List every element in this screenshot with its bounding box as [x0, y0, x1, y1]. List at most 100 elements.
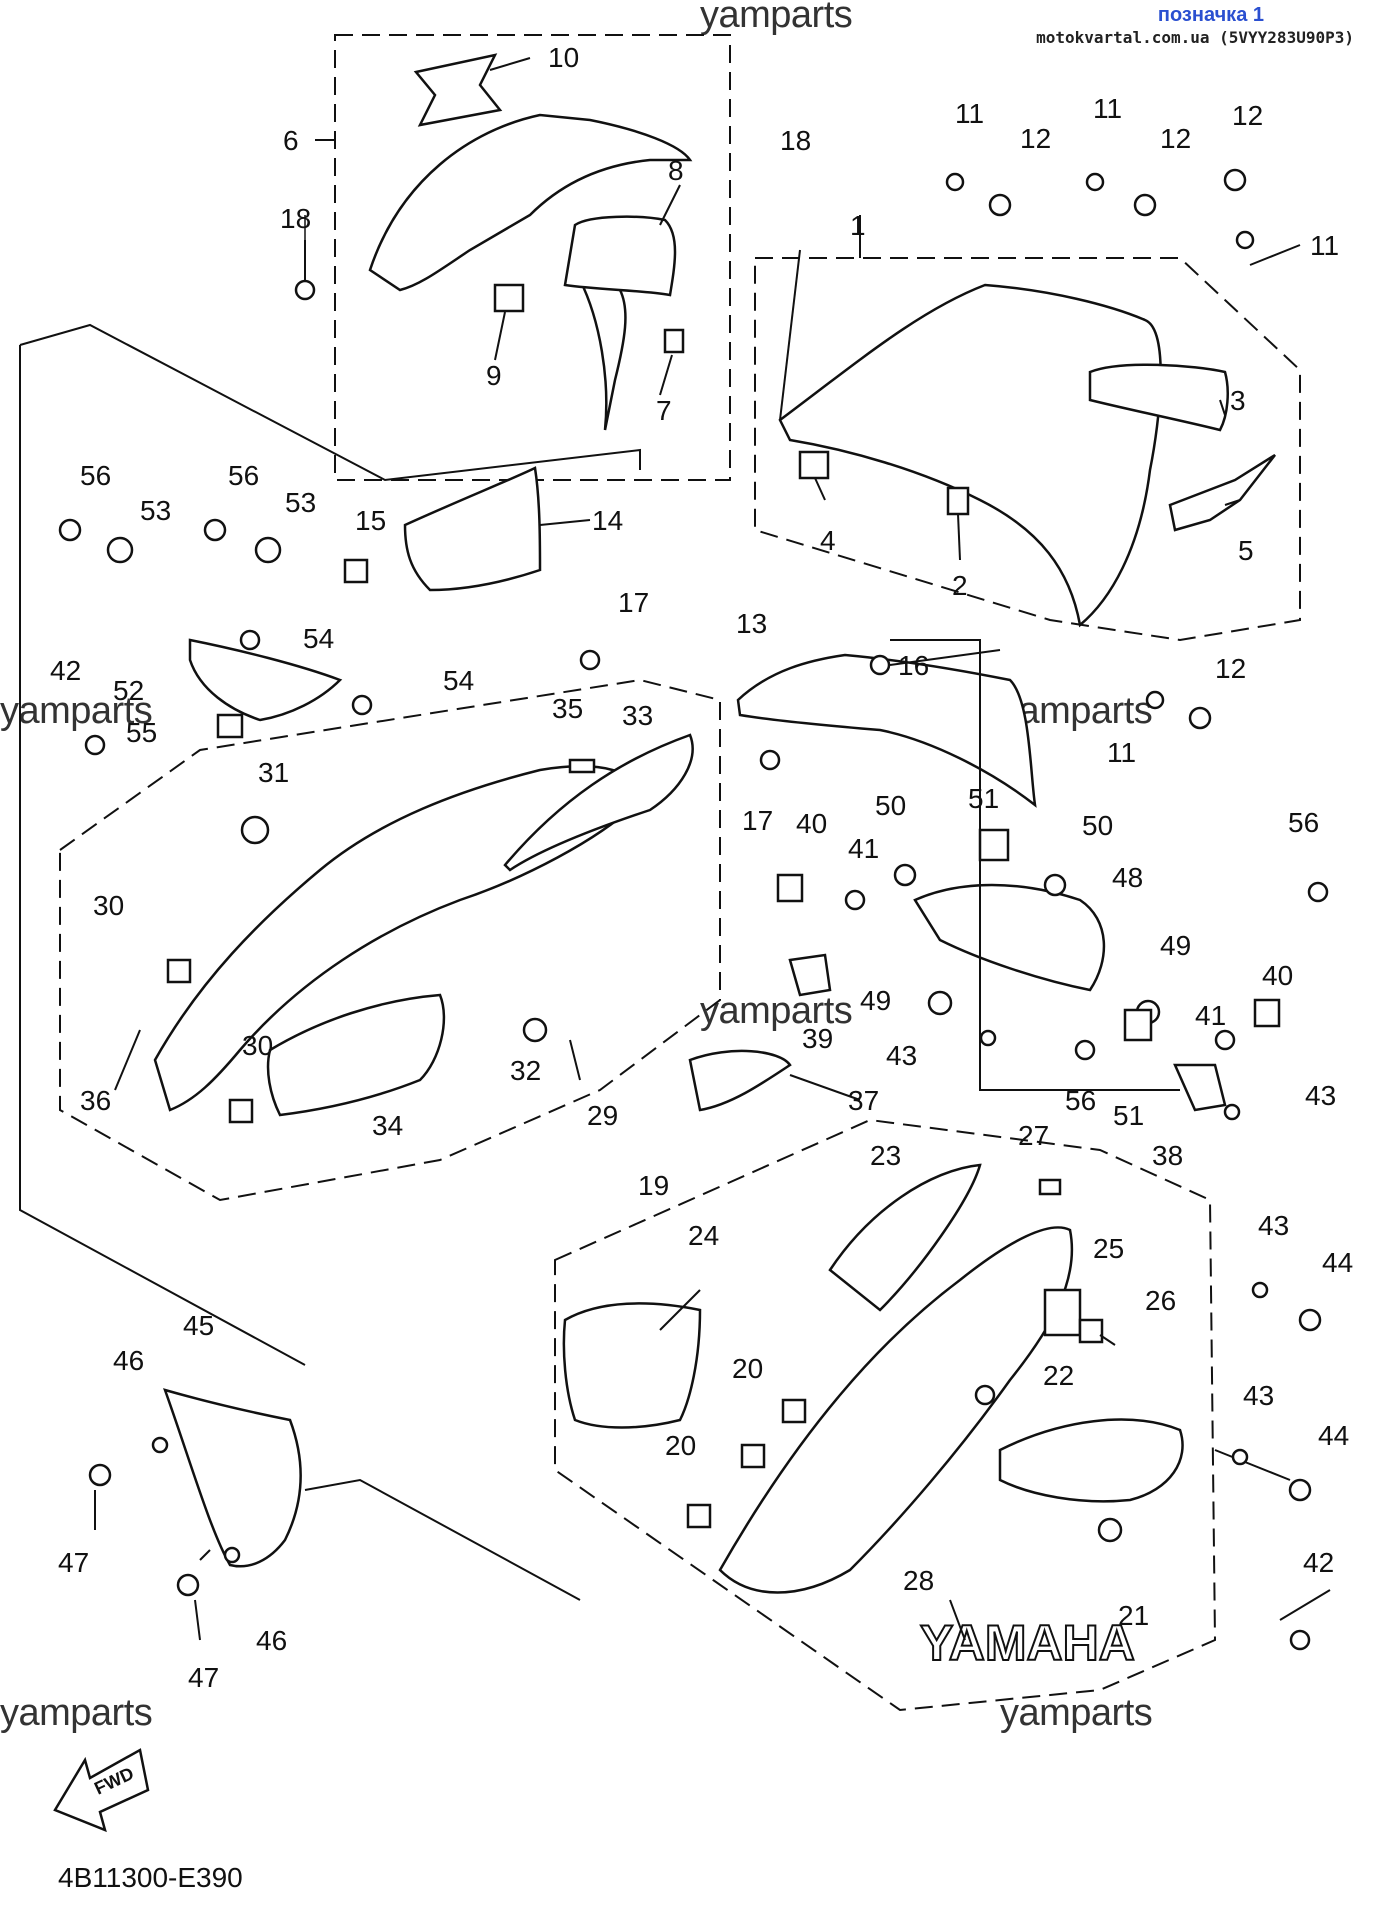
part-47-bolt[interactable] [88, 1463, 112, 1487]
part-5-decal[interactable] [1168, 453, 1276, 532]
part-11-washer[interactable] [1235, 230, 1255, 250]
part-12-bolt[interactable] [1188, 706, 1212, 730]
part-41-bolt[interactable] [844, 889, 866, 911]
callout: 13 [736, 608, 767, 639]
part-7-nut[interactable] [663, 328, 685, 354]
part-56-bolt[interactable] [203, 518, 227, 542]
part-46-washer[interactable] [223, 1546, 241, 1564]
part-34-trim[interactable] [266, 993, 446, 1117]
part-41-bolt[interactable] [1214, 1029, 1236, 1051]
part-46-washer[interactable] [151, 1436, 169, 1454]
side-cowling-left[interactable] [153, 733, 792, 1117]
part-53-collar[interactable] [106, 536, 134, 564]
fasteners[interactable] [58, 168, 1329, 1651]
under-cowling[interactable]: YAMAHA [562, 1163, 1184, 1672]
part-17-screw[interactable] [579, 649, 601, 671]
part-43-washer[interactable] [979, 1029, 997, 1047]
callout: 10 [548, 42, 579, 73]
part-31-collar[interactable] [240, 815, 270, 845]
part-21-collar[interactable] [1097, 1517, 1123, 1543]
part-38-stay[interactable] [1173, 1063, 1227, 1112]
part-43-washer[interactable] [1223, 1103, 1241, 1121]
part-50-grommet[interactable] [1043, 873, 1067, 897]
part-49-collar[interactable] [927, 990, 953, 1016]
part-53-collar[interactable] [254, 536, 282, 564]
part-20-nut[interactable] [781, 1398, 807, 1424]
side-cowling-right[interactable] [778, 283, 1276, 628]
part-17-screw[interactable] [759, 749, 781, 771]
callout: 43 [1305, 1080, 1336, 1111]
part-52-stay[interactable] [188, 638, 343, 722]
part-42-bolt[interactable] [1289, 1629, 1311, 1651]
callout: 30 [93, 890, 124, 921]
part-40-nut[interactable] [1253, 998, 1281, 1028]
part-54-screw[interactable] [239, 629, 261, 651]
callout: 23 [870, 1140, 901, 1171]
part-44-bolt[interactable] [1298, 1308, 1322, 1332]
part-35-grommet[interactable] [568, 758, 596, 774]
part-44-bolt[interactable] [1288, 1478, 1312, 1502]
part-51-nut[interactable] [978, 828, 1010, 862]
upper-cowling-shell[interactable] [368, 113, 693, 292]
part-45-bracket[interactable] [163, 1388, 302, 1568]
stays[interactable] [188, 638, 1227, 1112]
part-10-visor-decal[interactable] [413, 53, 503, 127]
part-13-inner-panel[interactable] [736, 653, 1037, 808]
part-56-bolt[interactable] [1074, 1039, 1096, 1061]
part-15-clip[interactable] [343, 558, 369, 584]
part-11-washer[interactable] [1145, 690, 1165, 710]
part-56-bolt[interactable] [58, 518, 82, 542]
part-40-nut[interactable] [776, 873, 804, 903]
part-47-bolt[interactable] [176, 1573, 200, 1597]
part-33-trim[interactable] [503, 733, 694, 872]
callout: 39 [802, 1023, 833, 1054]
callout: 16 [898, 650, 929, 681]
part-37-cover[interactable] [688, 1049, 792, 1112]
part-3-trim[interactable] [1088, 363, 1229, 432]
part-39-stay[interactable] [788, 953, 832, 997]
part-54-screw[interactable] [351, 694, 373, 716]
part-43-washer[interactable] [1251, 1281, 1269, 1299]
bracket-45-frame[interactable] [163, 1388, 302, 1568]
part-48-stay[interactable] [913, 883, 1106, 992]
callout: 42 [1303, 1547, 1334, 1578]
part-12-bolt[interactable] [1223, 168, 1247, 192]
part-2-nut[interactable] [946, 486, 970, 516]
part-14-inner-panel[interactable] [403, 466, 542, 592]
part-30-nut[interactable] [166, 958, 192, 984]
part-20-nut[interactable] [740, 1443, 766, 1469]
lower-rear-panel[interactable] [998, 1418, 1184, 1503]
part-20-nut[interactable] [686, 1503, 712, 1529]
group-box-1 [754, 257, 1301, 642]
part-18-screw[interactable] [294, 279, 316, 301]
part-12-bolt[interactable] [988, 193, 1012, 217]
part-50-grommet[interactable] [893, 863, 917, 887]
part-56-bolt[interactable] [1307, 881, 1329, 903]
part-55-nut[interactable] [216, 713, 244, 739]
callout: 20 [665, 1430, 696, 1461]
part-42-bolt[interactable] [84, 734, 106, 756]
part-11-washer[interactable] [1085, 172, 1105, 192]
part-26-clip[interactable] [1078, 1318, 1104, 1344]
part-23-trim[interactable] [828, 1163, 982, 1312]
part-24-trim[interactable] [562, 1302, 702, 1429]
part-12-bolt[interactable] [1133, 193, 1157, 217]
inner-panels[interactable] [403, 466, 1037, 808]
part-16-screw[interactable] [869, 654, 891, 676]
header-title[interactable]: позначка 1 [1157, 4, 1264, 26]
part-22-screw[interactable] [974, 1384, 996, 1406]
part-43-washer[interactable] [1231, 1448, 1249, 1466]
callout: 21 [1118, 1600, 1149, 1631]
part-27-pad[interactable] [1038, 1178, 1062, 1196]
part-4-grommet[interactable] [798, 450, 830, 480]
part-11-washer[interactable] [945, 172, 965, 192]
part-9-grommet[interactable] [493, 283, 525, 313]
upper-cowling[interactable] [294, 53, 693, 431]
part-30-nut[interactable] [228, 1098, 254, 1124]
part-51-nut[interactable] [1123, 1008, 1153, 1042]
part-25-damper[interactable] [1043, 1288, 1082, 1337]
side-cowling-right-shell[interactable] [778, 283, 1162, 628]
part-28-yamaha-emblem[interactable]: YAMAHA [919, 1614, 1136, 1672]
part-32-collar[interactable] [522, 1017, 548, 1043]
part-8-trim[interactable] [563, 215, 677, 297]
